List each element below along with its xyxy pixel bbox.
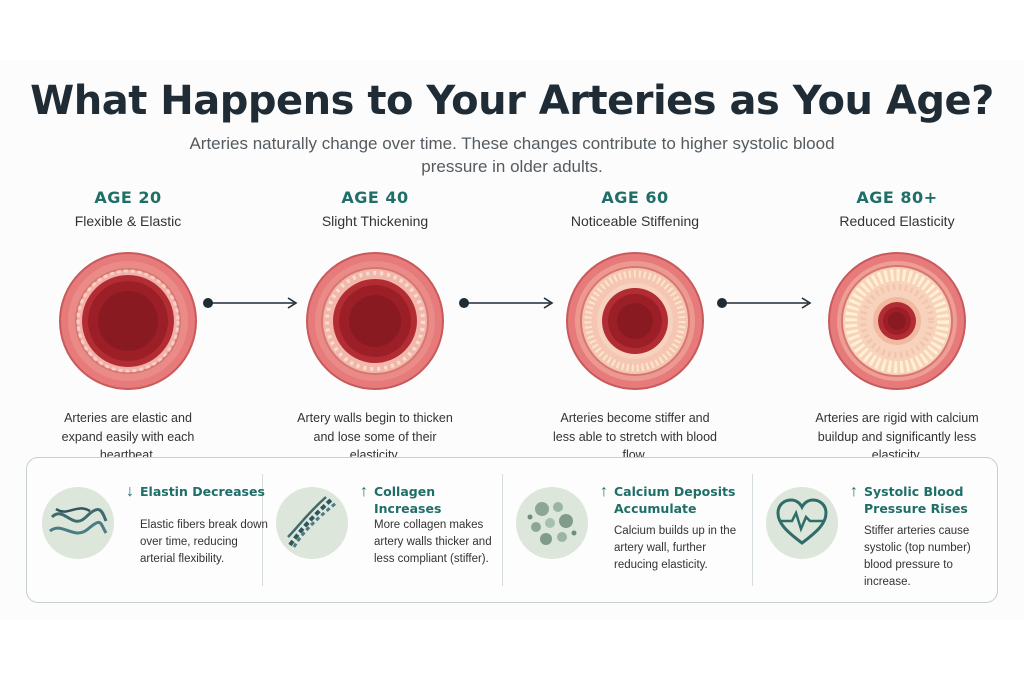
stage-age-80-plus: AGE 80+ Reduced Elasticity Arteries are … xyxy=(797,188,997,465)
arrow-up-icon: ↑ xyxy=(600,483,608,500)
fact-heading: Elastin Decreases xyxy=(140,484,265,499)
page-subtitle: Arteries naturally change over time. The… xyxy=(189,134,835,176)
stage-age: AGE 80+ xyxy=(856,188,938,207)
fact-elastin: ↓ Elastin Decreases Elastic fibers break… xyxy=(28,465,268,595)
fact-heading: Collagen Increases xyxy=(374,484,442,516)
artery-cross-section-icon xyxy=(566,252,704,390)
arrow-down-icon: ↓ xyxy=(126,483,134,500)
fact-body: More collagen makes artery walls thicker… xyxy=(374,519,492,565)
stage-label: Flexible & Elastic xyxy=(74,213,182,229)
fact-body: Stiffer arteries cause systolic (top num… xyxy=(864,525,971,588)
divider xyxy=(752,474,753,586)
infographic: What Happens to Your Arteries as You Age… xyxy=(0,60,1024,620)
divider xyxy=(502,474,503,586)
stage-age: AGE 60 xyxy=(601,188,669,207)
stage-label: Slight Thickening xyxy=(321,213,429,229)
heart-pulse-icon xyxy=(766,487,838,559)
artery-cross-section-icon xyxy=(828,252,966,390)
stage-age: AGE 20 xyxy=(94,188,162,207)
arrow-up-icon: ↑ xyxy=(850,483,858,500)
calcium-deposits-icon xyxy=(516,487,588,559)
fact-calcium: ↑ Calcium Deposits Accumulate Calcium bu… xyxy=(502,465,742,595)
stage-age-40: AGE 40 Slight Thickening Artery walls be… xyxy=(275,188,475,465)
fact-collagen: ↑ Collagen Increases More collagen makes… xyxy=(262,465,502,595)
stage-age: AGE 40 xyxy=(341,188,409,207)
progression-arrow-icon xyxy=(459,297,554,309)
fact-heading: Calcium Deposits Accumulate xyxy=(614,484,736,516)
arrow-up-icon: ↑ xyxy=(360,483,368,500)
collagen-strands-icon xyxy=(276,487,348,559)
stage-label: Reduced Elasticity xyxy=(839,213,955,229)
divider xyxy=(262,474,263,586)
stage-age-20: AGE 20 Flexible & Elastic Arteries are e… xyxy=(28,188,228,465)
stage-label: Noticeable Stiffening xyxy=(570,213,700,229)
artery-cross-section-icon xyxy=(59,252,197,390)
fact-body: Elastic fibers break down over time, red… xyxy=(140,519,268,565)
fact-systolic: ↑ Systolic Blood Pressure Rises Stiffer … xyxy=(752,465,992,595)
fact-body: Calcium builds up in the artery wall, fu… xyxy=(614,525,737,571)
stage-age-60: AGE 60 Noticeable Stiffening Arteries be… xyxy=(535,188,735,465)
page-title: What Happens to Your Arteries as You Age… xyxy=(30,78,994,124)
progression-arrow-icon xyxy=(717,297,812,309)
progression-arrow-icon xyxy=(203,297,298,309)
elastin-fibers-icon xyxy=(42,487,114,559)
stage-description: Arteries become stiffer and less able to… xyxy=(553,411,717,462)
fact-heading: Systolic Blood Pressure Rises xyxy=(864,484,968,516)
artery-cross-section-icon xyxy=(306,252,444,390)
